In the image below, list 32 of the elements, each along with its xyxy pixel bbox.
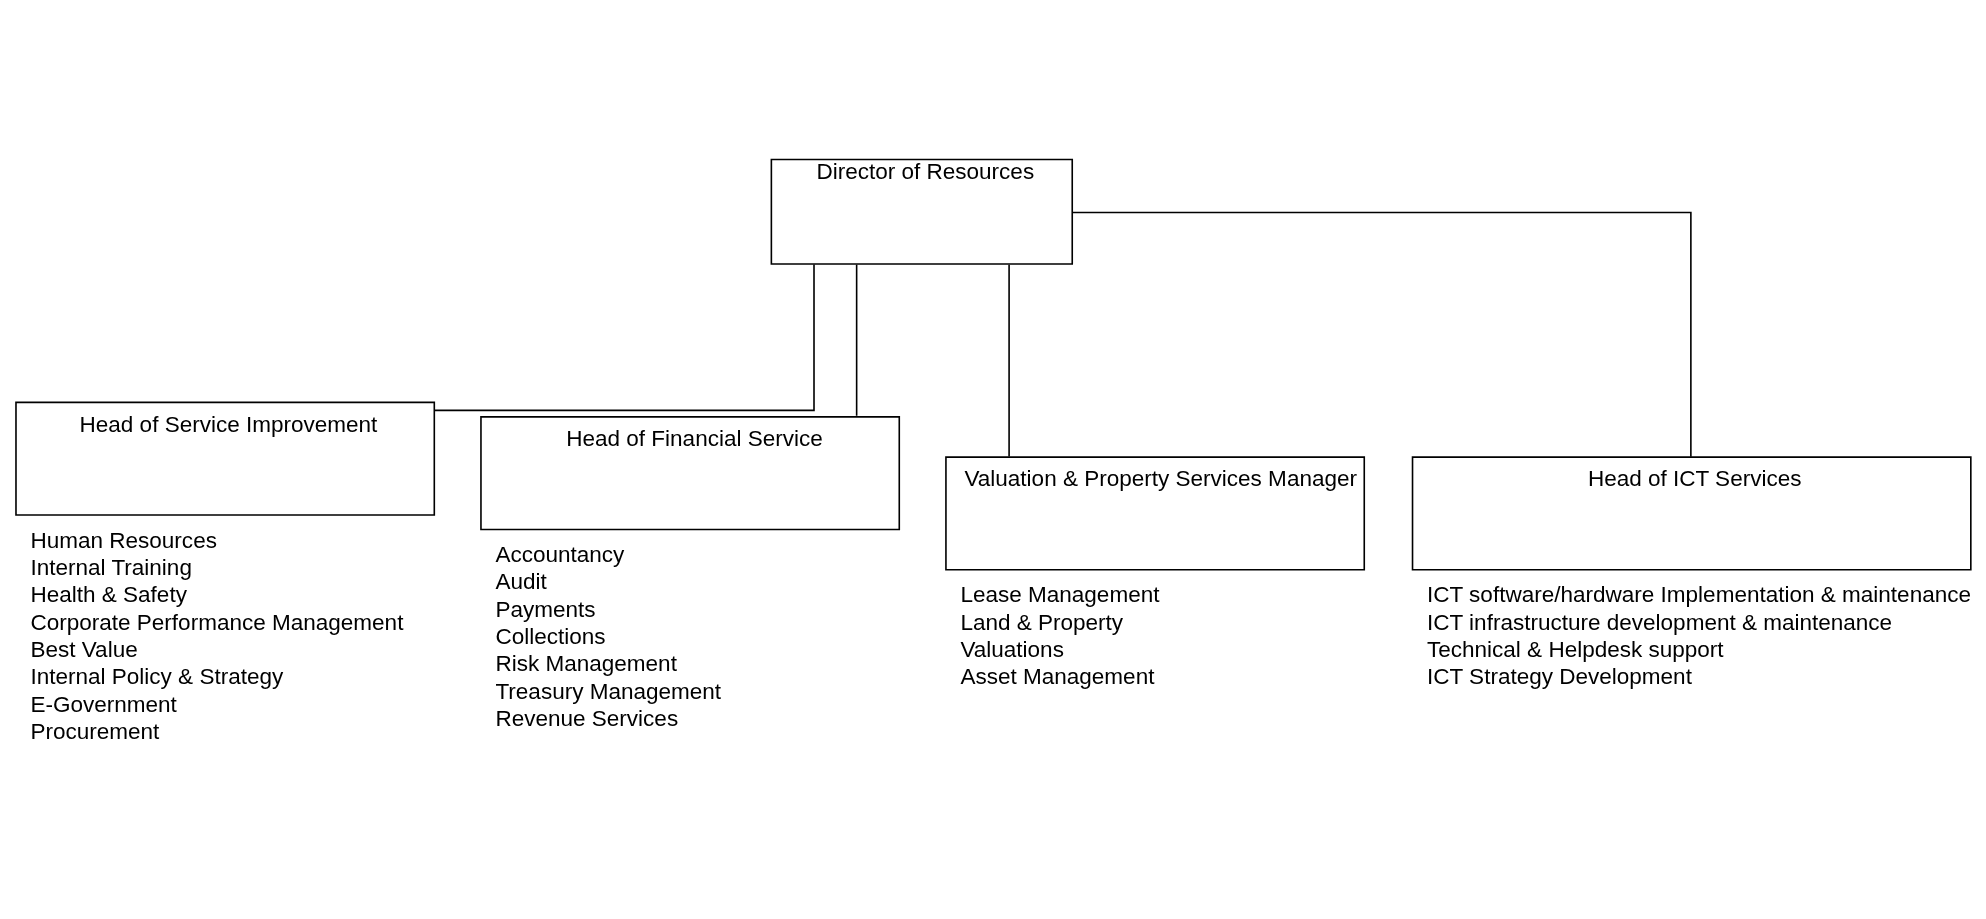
node-label: Land & Property bbox=[960, 609, 1124, 635]
node-box: Head of Service Improvement bbox=[15, 401, 436, 516]
node-label: Internal Policy & Strategy bbox=[30, 664, 284, 690]
node-label: Human Resources bbox=[30, 527, 217, 553]
connector bbox=[1071, 211, 1692, 458]
node-label: Technical & Helpdesk support bbox=[1427, 636, 1724, 662]
connector bbox=[433, 263, 815, 412]
node-label: Audit bbox=[495, 569, 547, 595]
node-box: Head of ICT Services bbox=[1411, 456, 1972, 571]
node-label: Procurement bbox=[30, 718, 160, 744]
connector bbox=[1008, 263, 1010, 458]
node-label: Best Value bbox=[30, 636, 138, 662]
node-label: E-Government bbox=[30, 691, 177, 717]
node-label: Asset Management bbox=[960, 664, 1155, 690]
node-label: Accountancy bbox=[495, 541, 625, 567]
node-box: Director of Resources bbox=[770, 158, 1074, 265]
node-label: ICT software/hardware Implementation & maintenance bbox=[1427, 582, 1971, 608]
node-label: Corporate Performance Management bbox=[30, 609, 404, 635]
node-label: Treasury Management bbox=[495, 678, 722, 704]
node-label: Payments bbox=[495, 596, 596, 622]
node-label: Internal Training bbox=[30, 554, 192, 580]
node-box: Head of Financial Service bbox=[480, 416, 901, 531]
node-label: Risk Management bbox=[495, 651, 677, 677]
node-label: ICT infrastructure development & maintenance bbox=[1427, 609, 1893, 635]
node-label: Lease Management bbox=[960, 582, 1160, 608]
node-label: ICT Strategy Development bbox=[1427, 664, 1692, 690]
connector bbox=[855, 263, 858, 417]
node-box: Valuation & Property Services Manager bbox=[945, 456, 1366, 571]
node-label: Revenue Services bbox=[495, 706, 679, 732]
node-label: Collections bbox=[495, 624, 606, 650]
node-label: Valuations bbox=[960, 636, 1064, 662]
node-label: Health & Safety bbox=[30, 582, 187, 608]
